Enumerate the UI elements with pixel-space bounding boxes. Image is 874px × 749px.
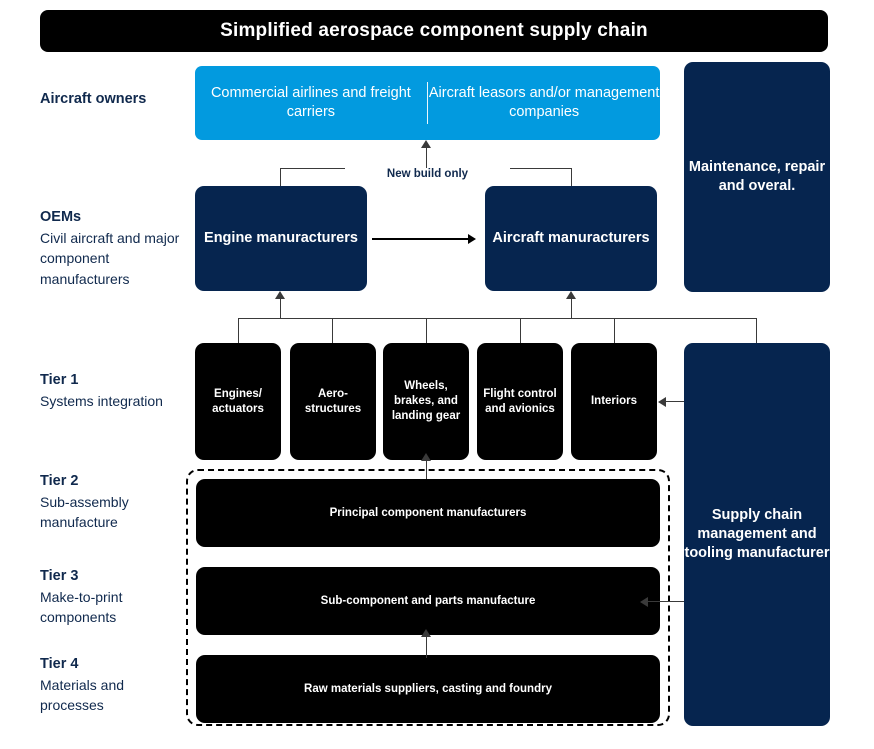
- connector-tier1-drop-1: [238, 318, 240, 343]
- tier234-dashed-group: [186, 469, 670, 726]
- supply-chain-management-panel[interactable]: Supply chain management and tooling manu…: [684, 343, 830, 726]
- engine-manufacturers-label: Engine manuracturers: [204, 230, 358, 247]
- tier1-label: Aero- structures: [304, 387, 362, 415]
- aircraft-owners-box[interactable]: Commercial airlines and freight carriers…: [195, 66, 660, 140]
- tier4-raw-materials-suppliers-box[interactable]: Raw materials suppliers, casting and fou…: [196, 655, 660, 723]
- diagram-title-bar: Simplified aerospace component supply ch…: [40, 10, 828, 52]
- tier3-sub-component-parts-manufacture-box[interactable]: Sub-component and parts manufacture: [196, 567, 660, 635]
- row-label-sub: Materials and processes: [40, 677, 125, 714]
- connector-scm-to-interiors: [666, 401, 688, 403]
- row-label-heading: Tier 3: [40, 568, 79, 584]
- row-label-heading: Tier 4: [40, 656, 79, 672]
- tier1-box-aerostructures[interactable]: Aero- structures: [290, 343, 376, 460]
- connector-engine-riser: [280, 168, 282, 186]
- row-label-tier-4: Tier 4 Materials and processes: [40, 654, 190, 716]
- owners-left-label: Commercial airlines and freight carriers: [210, 85, 411, 120]
- row-label-aircraft-owners: Aircraft owners: [40, 89, 190, 110]
- connector-scm-to-tier3: [648, 601, 688, 603]
- tier1-box-flight-control-avionics[interactable]: Flight control and avionics: [477, 343, 563, 460]
- mro-label: Maintenance, repair and overal.: [688, 159, 826, 194]
- tier1-label: Flight control and avionics: [483, 387, 557, 415]
- connector-aircraft-riser: [571, 168, 573, 186]
- connector-tier4-to-tier3: [426, 636, 428, 658]
- arrow-right-to-aircraft-icon: [468, 234, 476, 244]
- tier1-box-engines-actuators[interactable]: Engines/ actuators: [195, 343, 281, 460]
- new-build-only-label: New build only: [345, 168, 510, 180]
- tier1-label: Interiors: [590, 395, 637, 408]
- owners-divider: [426, 82, 429, 124]
- tier2-principal-component-manufacturers-box[interactable]: Principal component manufacturers: [196, 479, 660, 547]
- connector-tier1-drop-4: [520, 318, 522, 343]
- arrow-up-to-subcomponent-icon: [421, 629, 431, 637]
- aircraft-manufacturers-label: Aircraft manuracturers: [492, 230, 650, 247]
- arrow-up-to-owners-icon: [421, 140, 431, 148]
- row-label-sub: Civil aircraft and major component manuf…: [40, 230, 180, 287]
- connector-tier1-drop-3: [426, 318, 428, 343]
- row-label-heading: Aircraft owners: [40, 91, 147, 107]
- connector-tier1-bus-to-scm: [756, 318, 758, 343]
- connector-tier1-drop-2: [332, 318, 334, 343]
- connector-tier1-bus: [238, 318, 756, 320]
- tier4-label: Raw materials suppliers, casting and fou…: [304, 682, 552, 695]
- arrow-up-to-aircraft-icon: [566, 291, 576, 299]
- arrow-left-to-interiors-icon: [658, 397, 666, 407]
- row-label-tier-1: Tier 1 Systems integration: [40, 370, 190, 411]
- row-label-tier-2: Tier 2 Sub-assembly manufacture: [40, 471, 190, 533]
- arrow-up-to-wheels-icon: [421, 453, 431, 461]
- row-label-heading: Tier 2: [40, 473, 79, 489]
- connector-newbuild-stem: [426, 147, 428, 169]
- owners-right-label: Aircraft leasors and/or management compa…: [428, 85, 660, 120]
- row-label-sub: Make-to-print components: [40, 589, 123, 626]
- row-label-sub: Sub-assembly manufacture: [40, 494, 129, 531]
- aircraft-manufacturers-box[interactable]: Aircraft manuracturers: [485, 186, 657, 291]
- connector-bus-riser-engine: [280, 298, 282, 319]
- connector-tier2-to-tier1: [426, 460, 428, 482]
- tier1-box-wheels-brakes-landing-gear[interactable]: Wheels, brakes, and landing gear: [383, 343, 469, 460]
- maintenance-repair-overhaul-panel[interactable]: Maintenance, repair and overal.: [684, 62, 830, 292]
- scm-label: Supply chain management and tooling manu…: [684, 507, 830, 561]
- connector-tier1-drop-5: [614, 318, 616, 343]
- page-title: Simplified aerospace component supply ch…: [220, 20, 648, 41]
- row-label-heading: Tier 1: [40, 372, 79, 388]
- owners-right-segment[interactable]: Aircraft leasors and/or management compa…: [428, 66, 660, 140]
- row-label-heading: OEMs: [40, 209, 82, 225]
- arrow-left-to-tier3-icon: [640, 597, 648, 607]
- row-label-sub: Systems integration: [40, 393, 163, 410]
- connector-bus-riser-aircraft: [571, 298, 573, 319]
- connector-engine-to-aircraft: [372, 238, 470, 240]
- arrow-up-to-engine-icon: [275, 291, 285, 299]
- tier3-label: Sub-component and parts manufacture: [320, 594, 536, 607]
- tier2-label: Principal component manufacturers: [329, 506, 527, 519]
- tier1-label: Engines/ actuators: [212, 387, 264, 415]
- owners-left-segment[interactable]: Commercial airlines and freight carriers: [195, 66, 427, 140]
- tier1-label: Wheels, brakes, and landing gear: [391, 380, 461, 422]
- engine-manufacturers-box[interactable]: Engine manuracturers: [195, 186, 367, 291]
- row-label-tier-3: Tier 3 Make-to-print components: [40, 566, 190, 628]
- row-label-oems: OEMs Civil aircraft and major component …: [40, 207, 190, 289]
- tier1-box-interiors[interactable]: Interiors: [571, 343, 657, 460]
